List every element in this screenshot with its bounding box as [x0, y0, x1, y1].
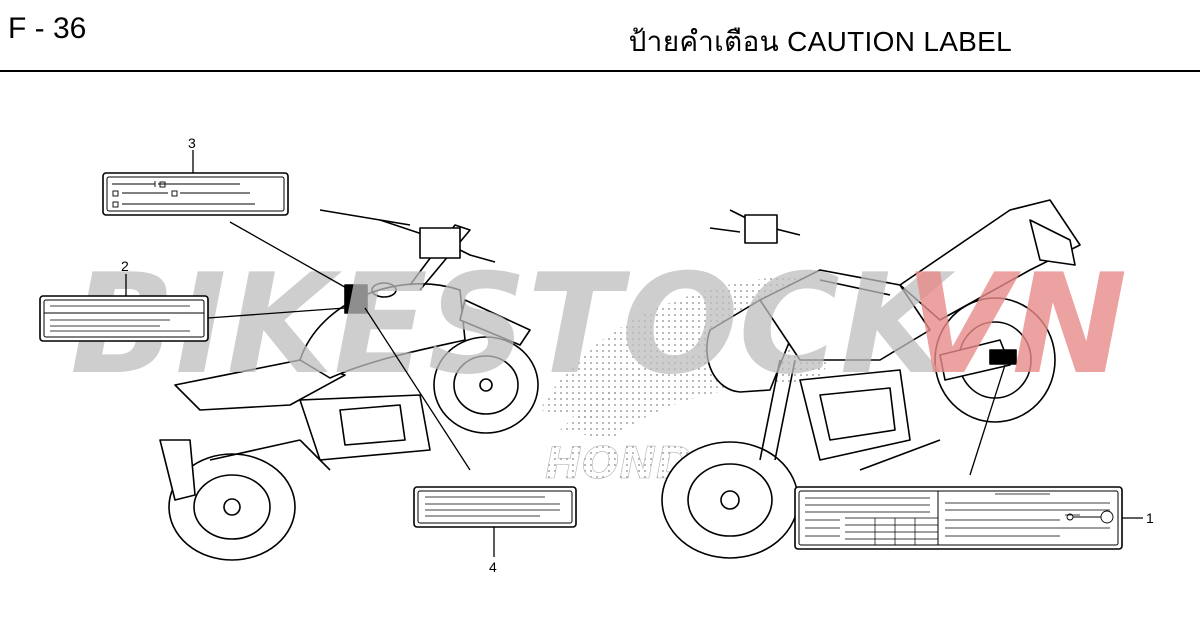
leader-line-1-to-bike: [969, 364, 1006, 476]
right-motorcycle-illustration: [661, 199, 1081, 559]
callout-numbers: 3 2 4 1: [121, 135, 1154, 575]
leader-lines: [125, 150, 1143, 557]
callout-3: 3: [188, 135, 196, 151]
caution-label-3: [102, 172, 289, 216]
callout-2: 2: [121, 258, 129, 274]
caution-label-4: [413, 486, 577, 528]
callout-4: 4: [489, 559, 497, 575]
left-motorcycle-illustration: [159, 209, 539, 561]
caution-label-2: [39, 295, 209, 342]
caution-label-diagram: HONDA: [39, 135, 1154, 575]
leader-line-4-to-bike: [364, 307, 471, 471]
page-code: F - 36: [8, 12, 87, 45]
watermark-text-bikestock: BIKESTOCK: [70, 244, 956, 405]
watermark-text-vn: VN: [905, 244, 1127, 405]
title-divider: [0, 70, 1200, 72]
leader-line-2-to-bike: [207, 307, 346, 319]
leader-line-3-to-bike: [229, 221, 351, 291]
callout-1: 1: [1146, 510, 1154, 526]
page-title: ป้ายคำเตือน CAUTION LABEL: [628, 26, 1012, 57]
bikestock-watermark: BIKESTOCK VN: [70, 244, 1127, 405]
caution-label-1: [794, 486, 1123, 550]
